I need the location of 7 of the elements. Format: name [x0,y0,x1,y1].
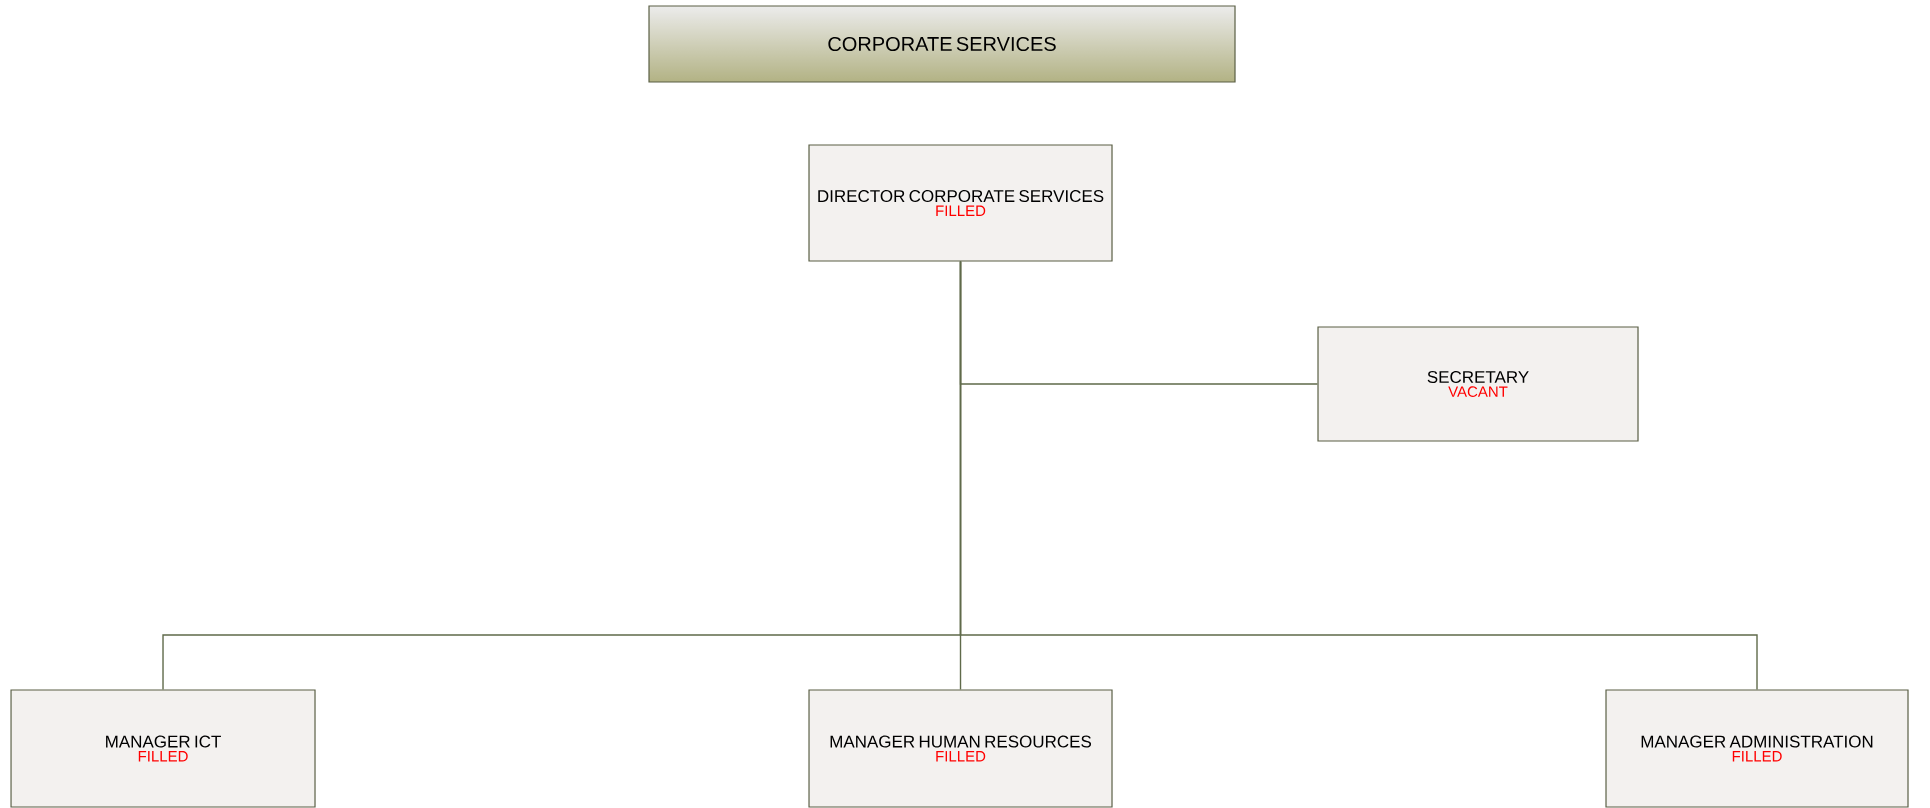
position-box: MANAGER ICT FILLED [10,689,316,808]
connector-line [959,260,1758,691]
position-box: SECRETARY VACANT [1317,326,1639,442]
position-box: DIRECTOR CORPORATE SERVICES FILLED [808,144,1113,262]
title-box: CORPORATE SERVICES [648,5,1236,83]
position-box: MANAGER HUMAN RESOURCES FILLED [808,689,1113,808]
position-box: MANAGER ADMINISTRATION FILLED [1605,689,1909,808]
